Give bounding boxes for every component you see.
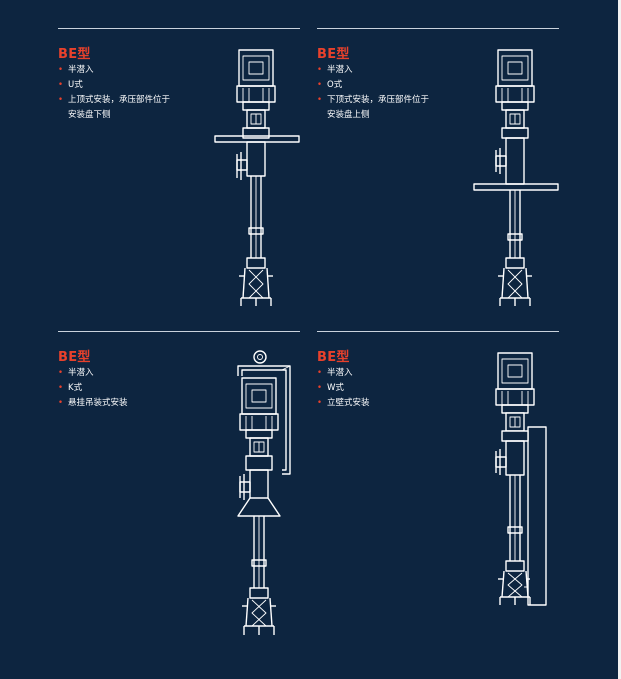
- feature-item: 悬挂吊装式安装: [58, 396, 178, 411]
- pump-o-type-drawing: [473, 49, 559, 306]
- feature-item: 半潜入: [317, 63, 437, 78]
- feature-item: O式: [317, 78, 437, 93]
- feature-item: U式: [58, 78, 178, 93]
- panel-title: BE型: [58, 47, 91, 62]
- panel-k-type: BE型 半潜入 K式 悬挂吊装式安装: [58, 331, 300, 635]
- section-divider: [58, 28, 300, 29]
- feature-list: 半潜入 O式 下顶式安装，承压部件位于安装盘上侧: [317, 63, 437, 123]
- pump-w-type-drawing: [495, 352, 547, 606]
- feature-item: K式: [58, 381, 178, 396]
- panel-title: BE型: [317, 350, 350, 365]
- feature-list: 半潜入 U式 上顶式安装，承压部件位于安装盘下侧: [58, 63, 178, 123]
- feature-item: 上顶式安装，承压部件位于安装盘下侧: [58, 93, 178, 123]
- panel-title: BE型: [58, 350, 91, 365]
- feature-item: 半潜入: [58, 63, 178, 78]
- pump-u-type-drawing: [214, 49, 300, 306]
- feature-item: 下顶式安装，承压部件位于安装盘上侧: [317, 93, 437, 123]
- panel-u-type: BE型 半潜入 U式 上顶式安装，承压部件位于安装盘下侧: [58, 28, 300, 328]
- panel-o-type: BE型 半潜入 O式 下顶式安装，承压部件位于安装盘上侧: [317, 28, 559, 328]
- section-divider: [317, 28, 559, 29]
- page-edge: [618, 0, 621, 679]
- feature-item: 半潜入: [58, 366, 178, 381]
- feature-list: 半潜入 K式 悬挂吊装式安装: [58, 366, 178, 411]
- section-divider: [58, 331, 300, 332]
- panel-title: BE型: [317, 47, 350, 62]
- section-divider: [317, 331, 559, 332]
- pump-k-type-drawing: [237, 350, 291, 635]
- feature-item: W式: [317, 381, 437, 396]
- feature-list: 半潜入 W式 立壁式安装: [317, 366, 437, 411]
- feature-item: 立壁式安装: [317, 396, 437, 411]
- panel-w-type: BE型 半潜入 W式 立壁式安装: [317, 331, 559, 631]
- feature-item: 半潜入: [317, 366, 437, 381]
